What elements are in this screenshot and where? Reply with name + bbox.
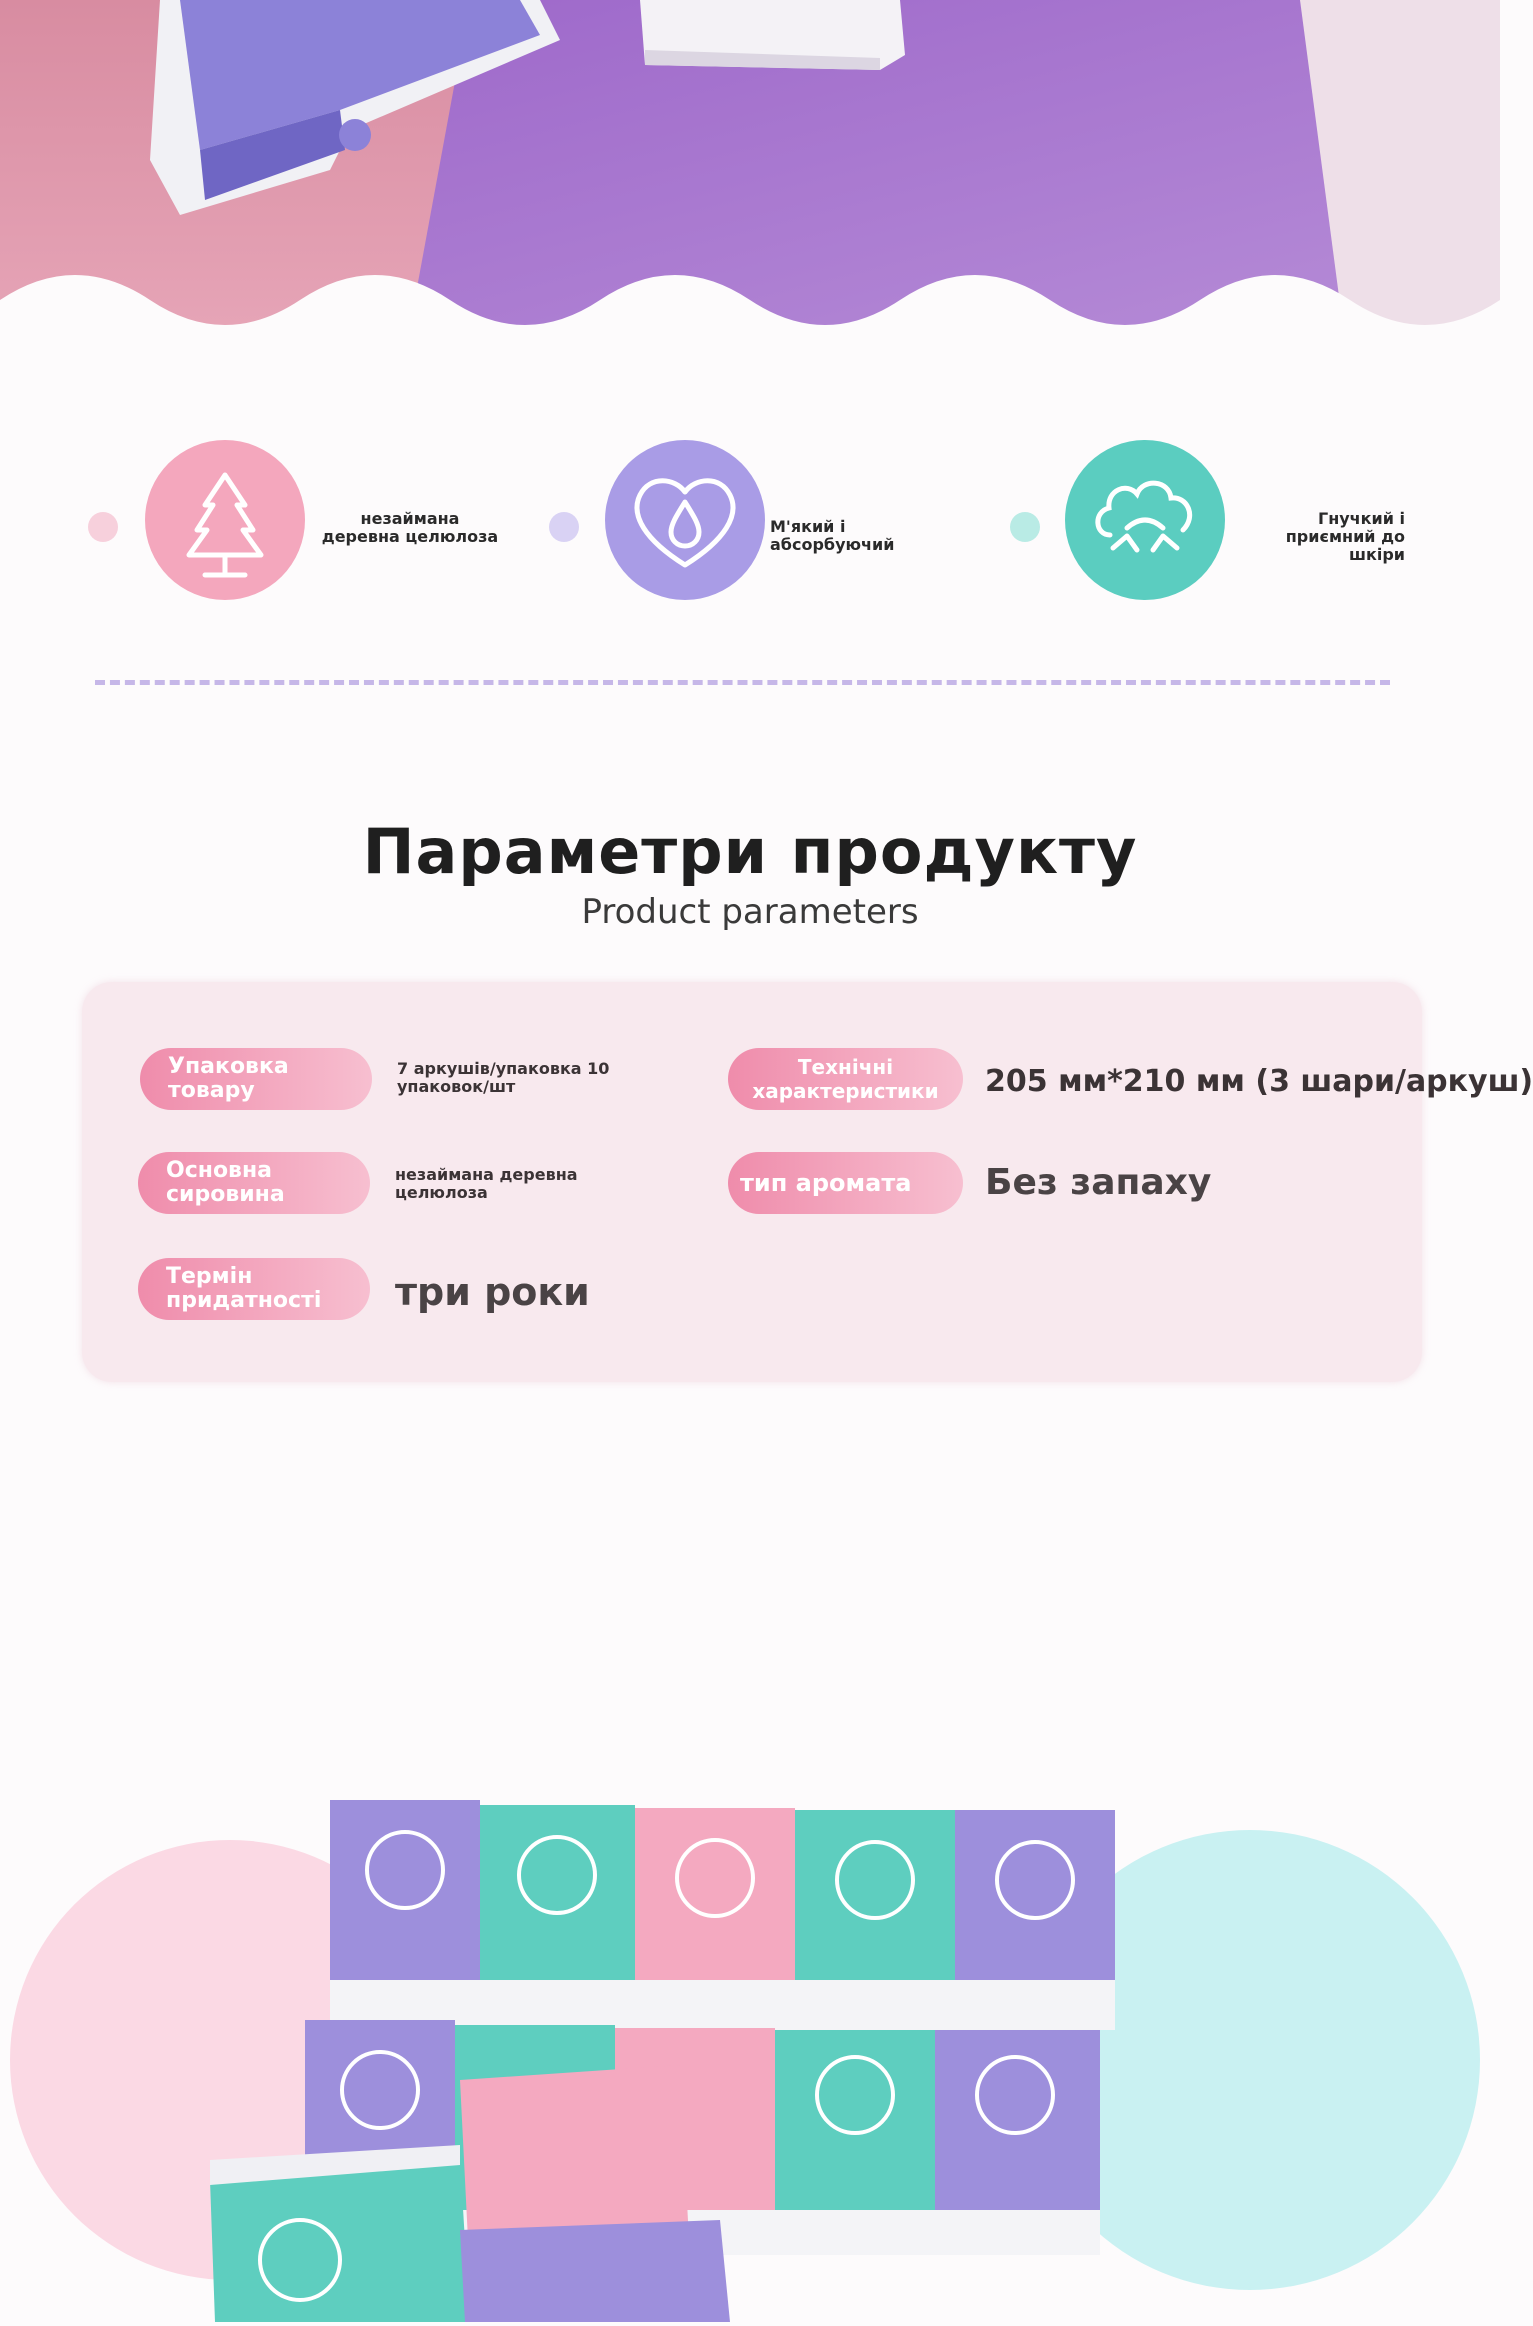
dashed-divider (95, 680, 1390, 685)
product-stack-photo (0, 1760, 1500, 2322)
drop-heart-icon (634, 478, 736, 568)
tree-icon (186, 472, 264, 578)
feature-label: М'який і абсорбуючий (770, 517, 895, 554)
param-value: три роки (395, 1270, 590, 1314)
feature-label: незаймана деревна целюлоза (321, 509, 499, 546)
tissue-pack-image (640, 0, 905, 70)
param-label: Основна сировина (138, 1152, 370, 1214)
cloud-smile-icon (1095, 480, 1193, 553)
feature-badge (1065, 440, 1225, 600)
feature-label: Гнучкий і приємний до шкіри (1285, 509, 1405, 564)
section-subtitle: Product parameters (581, 892, 919, 932)
features-row: незаймана деревна целюлоза М'який і абсо… (0, 430, 1500, 630)
feature-dot (549, 512, 579, 542)
param-label: Термін придатності (138, 1258, 370, 1320)
param-label: Технічні характеристики (728, 1048, 963, 1110)
feature-dot (88, 512, 118, 542)
section-title: Параметри продукту (362, 815, 1138, 888)
param-value: 205 мм*210 мм (3 шари/аркуш) (985, 1064, 1533, 1099)
feature-badge (145, 440, 305, 600)
hero-illustration (0, 0, 1500, 380)
tissue-pack-image (210, 2065, 730, 2322)
param-label: Упаковка товару (140, 1048, 372, 1110)
param-value: незаймана деревна целюлоза (395, 1165, 578, 1202)
tissue-pack-image (150, 0, 560, 215)
param-label: тип аромата (728, 1152, 963, 1214)
feature-dot (1010, 512, 1040, 542)
param-value: 7 аркушів/упаковка 10 упаковок/шт (397, 1059, 610, 1096)
param-value: Без запаху (985, 1162, 1212, 1203)
pack-cloud-icon (258, 1830, 1075, 2302)
feature-badge (605, 440, 765, 600)
hero-product-photo (0, 0, 1500, 380)
product-stack-illustration (10, 1800, 1480, 2322)
